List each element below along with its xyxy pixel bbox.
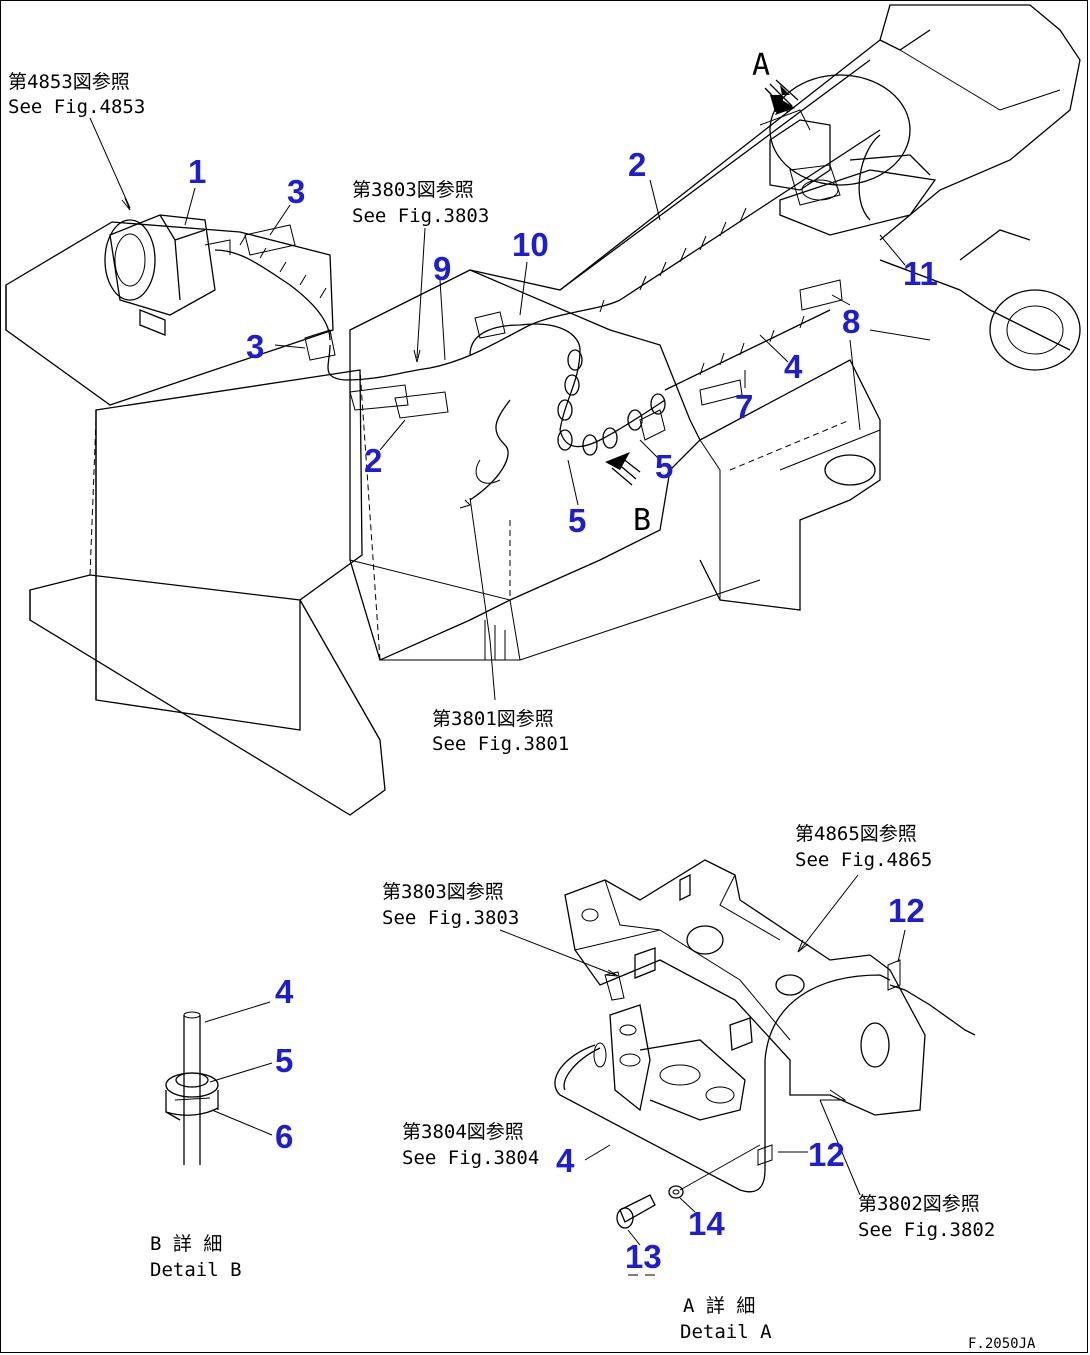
callout-9: 9	[433, 250, 451, 287]
detail-b-title-jp: B 詳 細	[150, 1233, 222, 1255]
callout-5-detail-b: 5	[275, 1042, 293, 1079]
ref-3802-en: See Fig.3802	[858, 1219, 995, 1241]
ref-4865-en: See Fig.4865	[795, 849, 932, 871]
callout-8: 8	[842, 303, 860, 340]
callout-5-right: 5	[655, 448, 673, 485]
callout-12-top: 12	[888, 892, 925, 929]
ref-3803-en: See Fig.3803	[352, 205, 489, 227]
callout-1: 1	[188, 153, 206, 190]
view-arrow-b: B	[605, 452, 651, 538]
callout-4-detail-a: 4	[556, 1142, 575, 1179]
bracket-11-assembly	[759, 109, 937, 236]
wire-harness	[104, 109, 937, 509]
ref-3802-jp: 第3802図参照	[858, 1193, 980, 1215]
callout-2-top: 2	[628, 146, 646, 183]
callout-13: 13	[625, 1238, 662, 1275]
arrow-a-letter: A	[752, 48, 770, 83]
detail-a-title-jp: A 詳 細	[683, 1295, 755, 1317]
ref-3803-jp: 第3803図参照	[352, 179, 474, 201]
ref-3801-en: See Fig.3801	[432, 733, 569, 755]
frame-outline	[5, 4, 1081, 816]
callout-6: 6	[275, 1118, 293, 1155]
detail-b-drawing	[165, 1001, 273, 1165]
callout-3-top: 3	[287, 173, 305, 210]
drawing-code: F.2050JA	[968, 1336, 1036, 1352]
callout-7: 7	[735, 388, 753, 425]
detail-a-drawing	[499, 859, 976, 1276]
callout-4-main: 4	[784, 348, 803, 385]
ref-3804-en: See Fig.3804	[402, 1147, 539, 1169]
ref-3803b-jp: 第3803図参照	[382, 881, 504, 903]
detail-a-title-en: Detail A	[680, 1321, 772, 1343]
ref-3803b-en: See Fig.3803	[382, 907, 519, 929]
ref-3801-jp: 第3801図参照	[432, 708, 554, 730]
ref-4853-en: See Fig.4853	[8, 96, 145, 118]
detail-b-title-en: Detail B	[150, 1259, 242, 1281]
callout-12-bottom: 12	[808, 1136, 845, 1173]
callout-14: 14	[688, 1205, 725, 1242]
callout-4-detail-b: 4	[275, 973, 294, 1010]
arrow-b-letter: B	[633, 503, 651, 538]
callout-3-left: 3	[246, 328, 264, 365]
ref-3804-jp: 第3804図参照	[402, 1121, 524, 1143]
callout-2-left: 2	[364, 442, 382, 479]
callout-10: 10	[512, 226, 549, 263]
component-1-unit	[104, 214, 231, 336]
ref-4865-jp: 第4865図参照	[795, 823, 917, 845]
ref-4853-jp: 第4853図参照	[8, 71, 130, 93]
callout-11: 11	[903, 255, 938, 292]
view-arrow-a: A	[752, 48, 799, 115]
callout-5-lower: 5	[568, 502, 586, 539]
